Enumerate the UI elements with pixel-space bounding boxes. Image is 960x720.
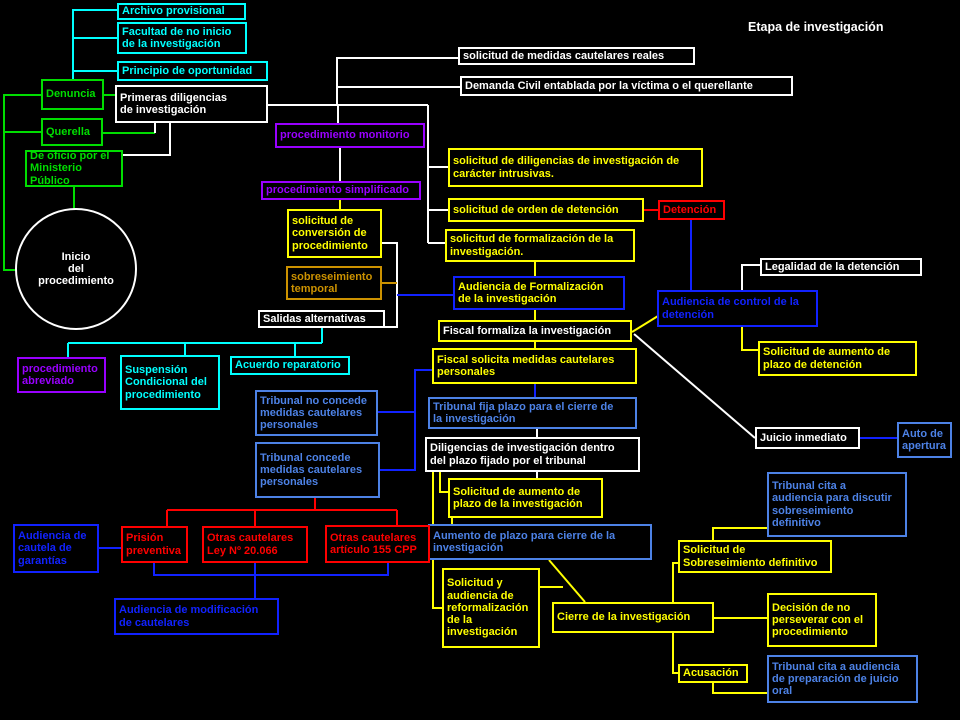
node-decision-no-perseverar: Decisión de no perseverar con el procedi… <box>767 593 877 647</box>
node-solicitud-reformalizacion: Solicitud y audiencia de reformalización… <box>442 568 540 648</box>
node-tribunal-concede: Tribunal concede medidas cautelares pers… <box>255 442 380 498</box>
node-audiencia-control-detencion: Audiencia de control de la detención <box>657 290 818 327</box>
connector <box>741 327 758 351</box>
connector <box>336 57 458 105</box>
node-acusacion: Acusación <box>678 664 748 683</box>
connector <box>712 527 767 540</box>
node-audiencia-modificacion: Audiencia de modificación de cautelares <box>114 598 279 635</box>
node-auto-apertura: Auto de apertura <box>897 422 952 458</box>
node-procedimiento-simplificado: procedimiento simplificado <box>261 181 421 200</box>
connector <box>439 472 448 493</box>
connector <box>153 563 389 576</box>
connector <box>633 333 756 439</box>
node-acuerdo-reparatorio: Acuerdo reparatorio <box>230 356 350 375</box>
node-audiencia-cautela-garantias: Audiencia de cautela de garantías <box>13 524 99 573</box>
node-principio-oportunidad: Principio de oportunidad <box>117 61 268 81</box>
connector <box>72 9 117 79</box>
node-solicitud-aumento-investigacion: Solicitud de aumento de plazo de la inve… <box>448 478 603 518</box>
node-solicitud-conversion: solicitud de conversión de procedimiento <box>287 209 382 258</box>
node-diligencias-intrusivas: solicitud de diligencias de investigació… <box>448 148 703 187</box>
node-aumento-plazo-cierre: Aumento de plazo para cierre de la inves… <box>428 524 652 560</box>
node-detencion: Detención <box>658 200 725 220</box>
node-archivo-provisional: Archivo provisional <box>117 3 246 20</box>
node-fiscal-formaliza: Fiscal formaliza la investigación <box>438 320 632 342</box>
connector <box>631 315 659 333</box>
connector <box>672 562 678 602</box>
node-tribunal-fija-plazo: Tribunal fija plazo para el cierre de la… <box>428 397 637 429</box>
node-procedimiento-monitorio: procedimiento monitorio <box>275 123 425 148</box>
node-aumento-plazo-detencion: Solicitud de aumento de plazo de detenci… <box>758 341 917 376</box>
node-de-oficio-ministerio: De oficio por el Ministerio Público <box>25 150 123 187</box>
node-sobreseimiento-temporal: sobreseimiento temporal <box>286 266 382 300</box>
node-salidas-alternativas: Salidas alternativas <box>258 310 385 328</box>
connector <box>123 123 171 156</box>
node-fiscal-solicita-cautelares: Fiscal solicita medidas cautelares perso… <box>432 348 637 384</box>
node-solicitud-sobreseimiento: Solicitud de Sobreseimiento definitivo <box>678 540 832 573</box>
diagram-title: Etapa de investigación <box>748 20 884 34</box>
node-medidas-cautelares-reales: solicitud de medidas cautelares reales <box>458 47 695 65</box>
connector <box>3 94 41 271</box>
node-audiencia-formalizacion: Audiencia de Formalización de la investi… <box>453 276 625 310</box>
node-demanda-civil: Demanda Civil entablada por la víctima o… <box>460 76 793 96</box>
node-tribunal-cita-preparacion: Tribunal cita a audiencia de preparación… <box>767 655 918 703</box>
node-primeras-diligencias: Primeras diligencias de investigación <box>115 85 268 123</box>
node-cierre-investigacion: Cierre de la investigación <box>552 602 714 633</box>
node-otras-cautelares-ley: Otras cautelares Ley Nº 20.066 <box>202 526 308 563</box>
node-inicio-procedimiento: Inicio del procedimiento <box>15 208 137 330</box>
node-tribunal-no-concede: Tribunal no concede medidas cautelares p… <box>255 390 378 436</box>
connector <box>712 683 767 694</box>
connector <box>382 242 398 328</box>
node-legalidad-detencion: Legalidad de la detención <box>760 258 922 276</box>
node-otras-cautelares-155: Otras cautelares artículo 155 CPP <box>325 525 430 563</box>
node-orden-detencion: solicitud de orden de detención <box>448 198 644 222</box>
node-denuncia: Denuncia <box>41 79 104 110</box>
node-querella: Querella <box>41 118 103 146</box>
connector <box>672 633 678 674</box>
node-tribunal-cita-sobreseimiento: Tribunal cita a audiencia para discutir … <box>767 472 907 537</box>
node-juicio-inmediato: Juicio inmediato <box>755 427 860 449</box>
node-facultad-no-inicio: Facultad de no inicio de la investigació… <box>117 22 247 54</box>
connector <box>432 472 442 609</box>
node-procedimiento-abreviado: procedimiento abreviado <box>17 357 106 393</box>
node-prision-preventiva: Prisión preventiva <box>121 526 188 563</box>
connector <box>741 264 760 290</box>
node-solicitud-formalizacion: solicitud de formalización de la investi… <box>445 229 635 262</box>
connector <box>548 559 586 603</box>
connector <box>380 369 432 471</box>
node-suspension-condicional: Suspensión Condicional del procedimiento <box>120 355 220 410</box>
node-diligencias-dentro-plazo: Diligencias de investigación dentro del … <box>425 437 640 472</box>
